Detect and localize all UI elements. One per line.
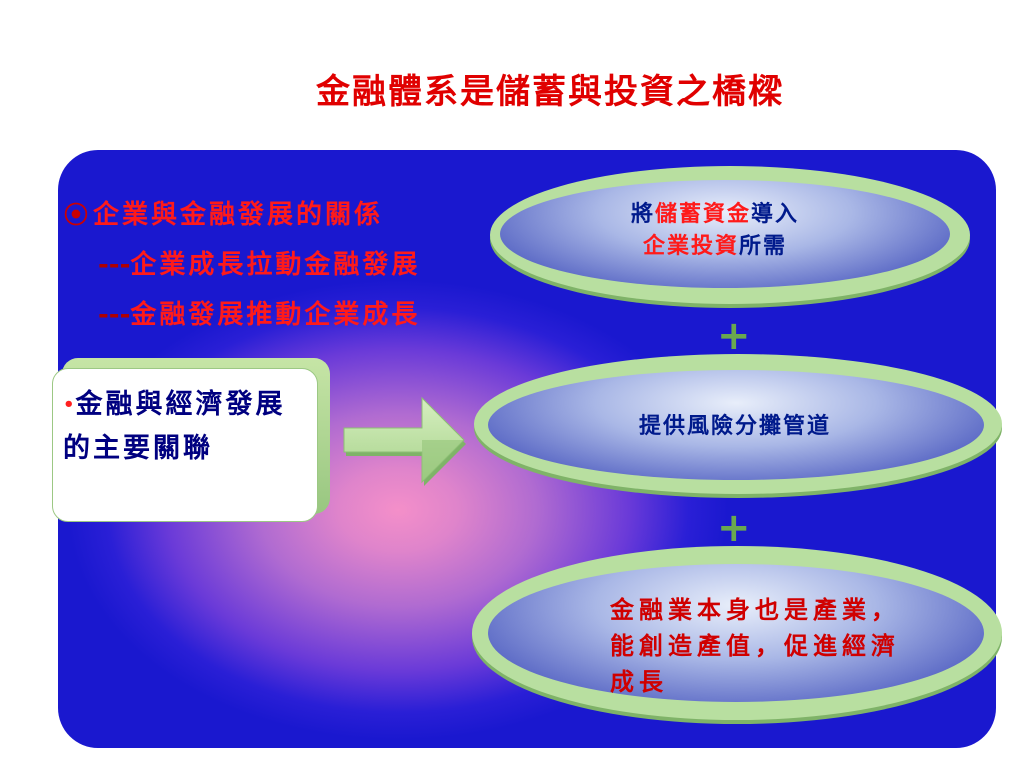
ellipse-risk-sharing (474, 354, 1002, 494)
ellipse-2-text: 提供風險分攤管道 (638, 413, 831, 439)
ellipse-2-face (488, 370, 984, 480)
callout-text: 金融與經濟發展的主要關聯 (63, 389, 286, 464)
main-bullet: ⦿企業與金融發展的關係 (64, 190, 420, 240)
ellipse-finance-industry (472, 546, 1002, 720)
ellipse-1-part-3: 導入 (751, 201, 800, 227)
right-arrow-icon (340, 394, 468, 486)
ellipse-savings-to-investment (490, 166, 970, 304)
ellipse-1-face (500, 180, 950, 288)
callout-box: •金融與經濟發展的主要關聯 (52, 358, 330, 524)
ellipse-1-part-4: 企業投資 (642, 233, 739, 259)
ellipse-1-text: 將儲蓄資金導入 企業投資所需 (580, 198, 850, 262)
ellipse-1-part-2: 儲蓄資金 (654, 201, 751, 227)
ellipse-3-text: 金融業本身也是產業，能創造產值，促進經濟成長 (610, 595, 900, 696)
sub-bullet-2-text: 金融發展推動企業成長 (130, 300, 421, 330)
sub-bullet-2-dash: --- (98, 300, 131, 330)
sub-bullet-2: ---金融發展推動企業成長 (64, 290, 420, 340)
sub-bullet-1-text: 企業成長拉動金融發展 (130, 250, 421, 280)
plus-icon-1: + (717, 313, 751, 359)
relation-bullets: ⦿企業與金融發展的關係 ---企業成長拉動金融發展 ---金融發展推動企業成長 (64, 190, 420, 340)
target-icon: ⦿ (64, 200, 91, 229)
ellipse-3-face (488, 564, 984, 702)
ellipse-1-part-5: 所需 (739, 233, 788, 259)
ellipse-1-part-1: 將 (630, 201, 655, 227)
main-bullet-text: 企業與金融發展的關係 (93, 200, 384, 230)
sub-bullet-1: ---企業成長拉動金融發展 (64, 240, 420, 290)
callout-bullet: • (63, 394, 78, 415)
sub-bullet-1-dash: --- (98, 250, 131, 280)
callout-box-face: •金融與經濟發展的主要關聯 (52, 368, 318, 522)
slide-title: 金融體系是儲蓄與投資之橋樑 (316, 72, 784, 112)
plus-icon-2: + (717, 505, 751, 551)
